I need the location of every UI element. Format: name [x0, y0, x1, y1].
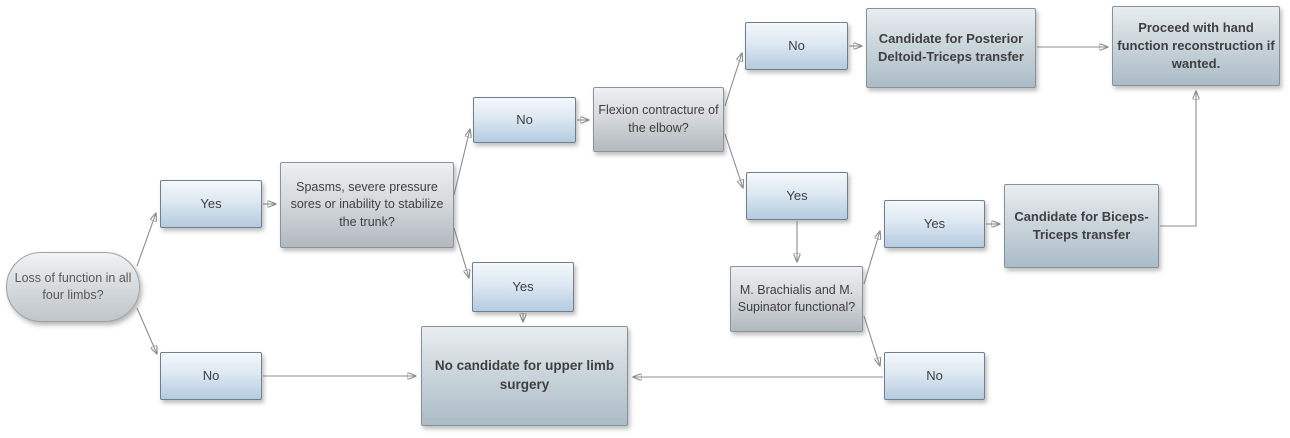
node-label: Yes	[923, 216, 946, 232]
node-label: M. Brachialis and M. Supinator functiona…	[737, 282, 856, 314]
connector-biceps-proceed	[1160, 91, 1196, 227]
connector-brachialis-no4	[863, 315, 880, 366]
node-label: No candidate for upper limb surgery	[434, 358, 615, 392]
node-yes-branch-2: Yes	[472, 262, 574, 312]
node-no-branch-1: No	[160, 352, 262, 400]
node-no-branch-3: No	[745, 22, 848, 70]
connector-flexion-yes3	[724, 133, 743, 188]
node-start-terminator: Loss of function in all four limbs?	[6, 252, 140, 322]
node-label: Yes	[200, 196, 222, 212]
node-proceed-hand-outcome: Proceed with hand function reconstructio…	[1112, 6, 1280, 86]
node-yes-branch-3: Yes	[746, 172, 848, 220]
node-label: Spasms, severe pressure sores or inabili…	[290, 180, 444, 229]
node-label: Flexion contracture of the elbow?	[598, 103, 719, 135]
node-label: Yes	[786, 188, 808, 204]
connector-start-yes1	[136, 213, 156, 267]
node-label: No	[926, 368, 943, 384]
node-label: Loss of function in all four limbs?	[14, 270, 132, 302]
connector-spasms-no2	[453, 129, 470, 196]
node-label: Candidate for Posterior Deltoid-Triceps …	[878, 31, 1024, 64]
node-label: No	[788, 38, 805, 54]
node-biceps-triceps-outcome: Candidate for Biceps-Triceps transfer	[1004, 184, 1159, 268]
node-brachialis-decision: M. Brachialis and M. Supinator functiona…	[730, 266, 863, 332]
node-yes-branch-4: Yes	[884, 200, 985, 248]
connector-brachialis-yes4	[863, 231, 880, 285]
node-label: Yes	[512, 279, 534, 295]
node-label: Proceed with hand function reconstructio…	[1117, 20, 1275, 71]
node-no-branch-2: No	[473, 97, 576, 143]
connector-start-no1	[136, 307, 157, 354]
connector-spasms-yes2	[453, 227, 469, 278]
node-label: No	[202, 368, 220, 384]
node-yes-branch-1: Yes	[160, 180, 262, 228]
node-spasms-decision: Spasms, severe pressure sores or inabili…	[280, 162, 454, 248]
connector-flexion-no3	[724, 53, 742, 107]
node-no-branch-4: No	[884, 352, 985, 400]
node-label: No	[516, 112, 533, 128]
node-posterior-deltoid-outcome: Candidate for Posterior Deltoid-Triceps …	[866, 8, 1036, 88]
node-no-candidate-outcome: No candidate for upper limb surgery	[421, 326, 628, 426]
node-label: Candidate for Biceps-Triceps transfer	[1014, 209, 1149, 242]
node-flexion-decision: Flexion contracture of the elbow?	[593, 87, 724, 152]
